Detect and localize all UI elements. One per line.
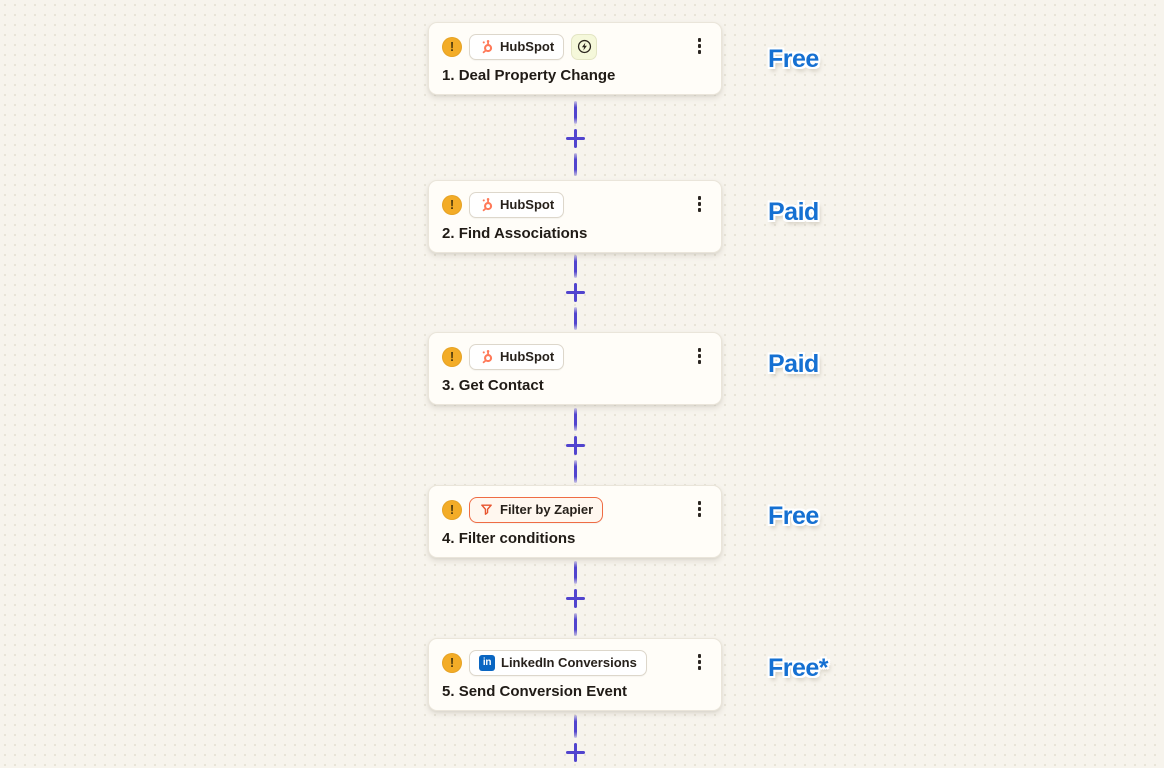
- app-badge-hubspot: HubSpot: [469, 191, 565, 218]
- app-badge-filter: Filter by Zapier: [469, 496, 604, 523]
- connector-dash: [573, 407, 577, 431]
- app-badge-label: Filter by Zapier: [500, 502, 594, 517]
- app-badge-label: HubSpot: [500, 349, 555, 364]
- connector-dash: [573, 153, 577, 176]
- app-badge-label: LinkedIn Conversions: [501, 655, 637, 670]
- kebab-menu-icon[interactable]: [693, 344, 707, 368]
- app-badge-linkedin: in LinkedIn Conversions: [469, 649, 647, 676]
- add-step-button[interactable]: [565, 588, 585, 608]
- connector-3: [565, 405, 585, 485]
- app-badge-label: HubSpot: [500, 39, 555, 54]
- add-step-button[interactable]: [565, 435, 585, 455]
- connector-5: [565, 711, 585, 768]
- connector-dash: [573, 255, 577, 278]
- step-card-5[interactable]: ! in LinkedIn Conversions 5. Send Conver…: [428, 638, 722, 711]
- annotation-step-3: Paid: [768, 350, 819, 378]
- warning-icon: !: [442, 194, 462, 215]
- warning-icon: !: [442, 652, 462, 673]
- connector-dash: [573, 307, 577, 330]
- connector-4: [565, 558, 585, 638]
- step-title: 5. Send Conversion Event: [442, 683, 628, 700]
- connector-dash: [573, 101, 577, 124]
- filter-funnel-icon: [481, 504, 492, 515]
- annotation-step-1: Free: [768, 45, 819, 73]
- app-badge-label: HubSpot: [500, 197, 555, 212]
- kebab-menu-icon[interactable]: [693, 497, 707, 521]
- connector-1: [565, 97, 585, 180]
- annotation-step-5: Free*: [768, 654, 829, 682]
- step-card-1[interactable]: ! HubSpot: [428, 22, 722, 95]
- instant-trigger-icon: [571, 33, 598, 60]
- step-card-4[interactable]: ! Filter by Zapier 4. Filter conditions: [428, 485, 722, 558]
- kebab-menu-icon[interactable]: [693, 34, 707, 58]
- connector-2: [565, 253, 585, 332]
- add-step-button[interactable]: [565, 283, 585, 302]
- hubspot-sprocket-icon: [482, 350, 493, 364]
- connector-dash: [573, 459, 577, 483]
- app-badge-hubspot: HubSpot: [469, 343, 565, 370]
- kebab-menu-icon[interactable]: [693, 650, 707, 674]
- step-card-2[interactable]: ! HubSpot 2. Find Associations: [428, 180, 722, 253]
- annotation-step-4: Free: [768, 502, 819, 530]
- connector-dash: [573, 715, 577, 738]
- step-title: 3. Get Contact: [442, 377, 544, 394]
- warning-icon: !: [442, 499, 462, 520]
- kebab-menu-icon[interactable]: [693, 192, 707, 216]
- step-card-3[interactable]: ! HubSpot 3. Get Contact: [428, 332, 722, 405]
- hubspot-sprocket-icon: [482, 198, 493, 212]
- add-step-button[interactable]: [565, 129, 585, 148]
- step-title: 2. Find Associations: [442, 225, 588, 242]
- annotation-step-2: Paid: [768, 198, 819, 226]
- hubspot-sprocket-icon: [482, 40, 493, 54]
- warning-icon: !: [442, 36, 462, 57]
- connector-dash: [573, 612, 577, 636]
- app-badge-hubspot: HubSpot: [469, 33, 565, 60]
- add-step-button[interactable]: [565, 743, 585, 762]
- warning-icon: !: [442, 346, 462, 367]
- linkedin-icon: in: [479, 654, 495, 671]
- connector-dash: [573, 560, 577, 584]
- step-title: 1. Deal Property Change: [442, 67, 616, 84]
- step-title: 4. Filter conditions: [442, 530, 576, 547]
- lightning-bolt-icon: [577, 39, 591, 54]
